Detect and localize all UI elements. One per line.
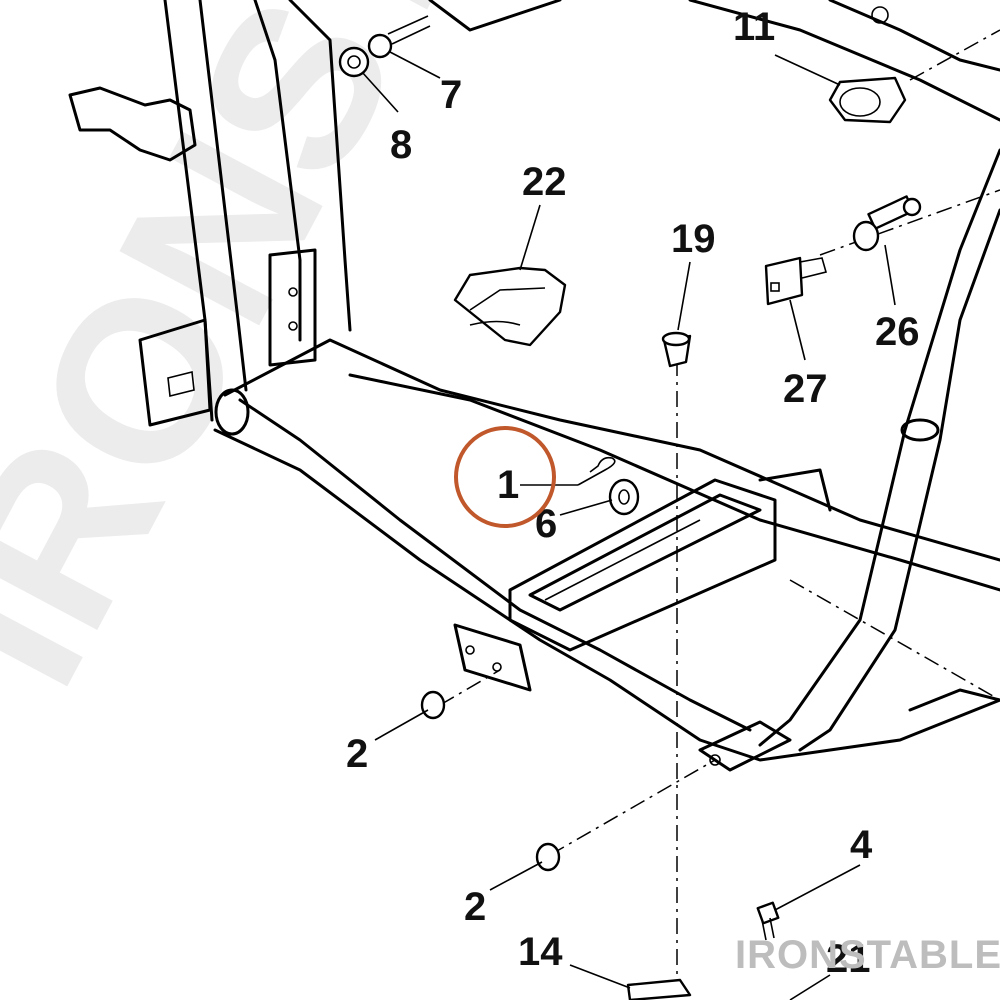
part-1-cotter-pin (577, 456, 616, 486)
callout-27: 27 (783, 367, 828, 411)
part-11-grommet (828, 76, 907, 124)
part-7-bolt (367, 15, 431, 59)
leader-lines (361, 51, 896, 1000)
callouts: 1 6 2 2 4 7 8 11 14 19 21 22 26 27 (346, 5, 920, 981)
callout-4: 4 (850, 823, 873, 867)
part-22-clamp (453, 266, 567, 347)
highlight-circle (454, 426, 556, 528)
part-19-nut (661, 331, 692, 368)
part-26-pin (852, 195, 922, 252)
callout-21: 21 (826, 937, 871, 981)
part-14-pad (626, 978, 692, 1000)
callout-7: 7 (440, 73, 462, 117)
part-6-washer (608, 478, 640, 516)
callout-1: 1 (497, 463, 519, 507)
callout-14: 14 (518, 930, 563, 974)
brand-watermark: IRONSTABLE (735, 933, 1000, 977)
callout-22: 22 (522, 160, 567, 204)
callout-6: 6 (535, 502, 557, 546)
callout-11: 11 (733, 5, 775, 49)
part-2-plug-upper (420, 690, 446, 720)
assembly-lines (439, 29, 1000, 985)
callout-26: 26 (875, 310, 920, 354)
part-27-clip (764, 256, 827, 306)
callout-2-lower: 2 (464, 885, 486, 929)
callout-2-upper: 2 (346, 732, 368, 776)
callout-8: 8 (390, 123, 412, 167)
part-8-nut (338, 46, 370, 78)
frame-drawing (68, 0, 1000, 772)
callout-19: 19 (671, 217, 716, 261)
part-2-plug-lower (535, 842, 561, 872)
